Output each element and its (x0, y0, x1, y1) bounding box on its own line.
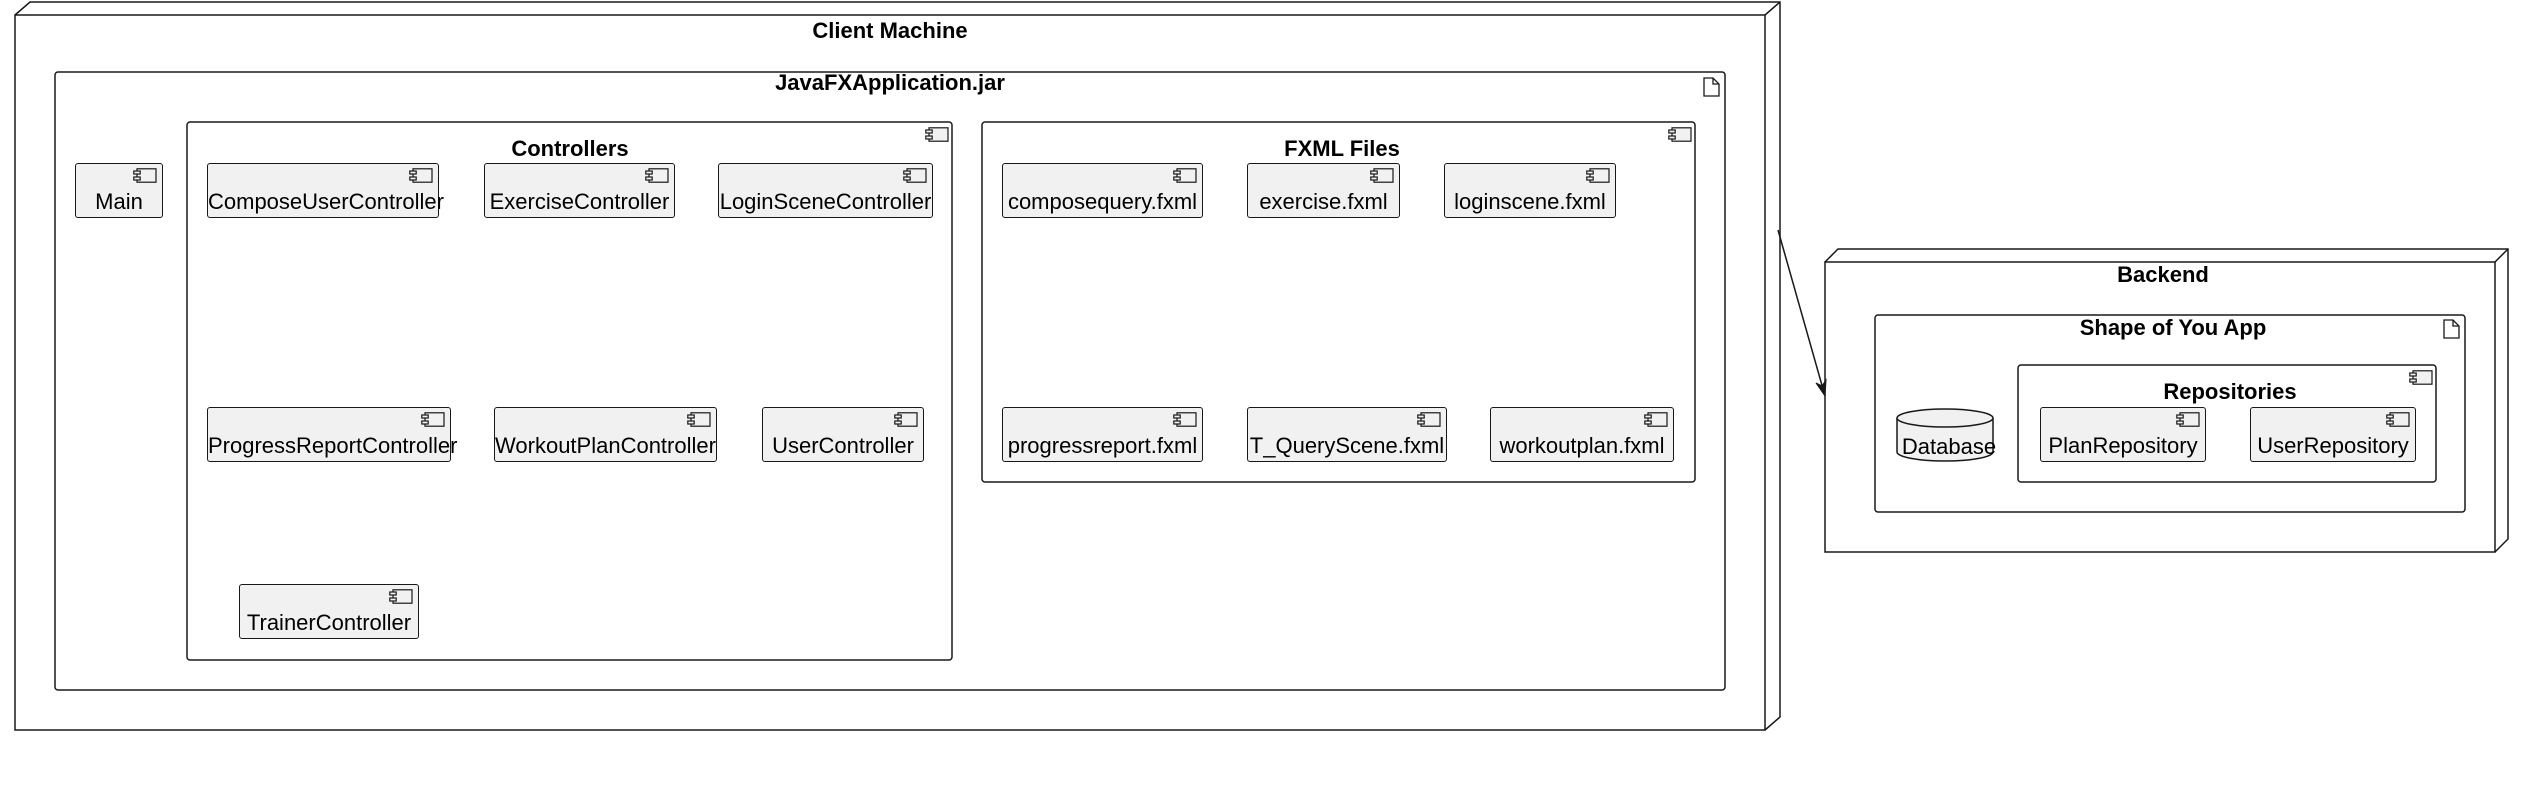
component-icon (1417, 412, 1441, 432)
controllers-title: Controllers (511, 136, 629, 161)
component-icon (1586, 168, 1610, 188)
repositories-package-icon (2409, 370, 2433, 390)
dependency-arrow (1777, 229, 1827, 398)
component-icon (1644, 412, 1668, 432)
component-label: PlanRepository (2048, 432, 2198, 458)
app-file-icon (2443, 319, 2460, 339)
component-icon (894, 412, 918, 432)
component-t-queryscene-fxml: T_QueryScene.fxml (1247, 407, 1447, 462)
component-label: LoginSceneController (719, 188, 932, 214)
backend-title: Backend (2117, 262, 2209, 287)
component-icon (421, 412, 445, 432)
component-compose-user-controller: ComposeUserController (207, 163, 444, 218)
component-user-repository: UserRepository (2250, 407, 2416, 462)
component-icon (2386, 412, 2410, 432)
component-workoutplan-fxml: workoutplan.fxml (1490, 407, 1674, 462)
component-icon (2176, 412, 2200, 432)
component-label: loginscene.fxml (1454, 188, 1606, 214)
repositories-title: Repositories (2163, 379, 2297, 404)
component-icon (687, 412, 711, 432)
component-workout-plan-controller: WorkoutPlanController (494, 407, 717, 462)
component-icon (903, 168, 927, 188)
component-label: UserController (772, 432, 914, 458)
component-icon (1173, 168, 1197, 188)
component-icon (409, 168, 433, 188)
component-icon (1370, 168, 1394, 188)
fxml-files-package-icon (1668, 127, 1692, 147)
fxml-files-title: FXML Files (1284, 136, 1400, 161)
component-label: workoutplan.fxml (1499, 432, 1665, 458)
component-label: ComposeUserController (208, 188, 444, 214)
controllers-package (186, 121, 953, 661)
jar-title: JavaFXApplication.jar (775, 70, 1005, 95)
component-label: TrainerController (246, 609, 412, 635)
component-progressreport-fxml: progressreport.fxml (1002, 407, 1203, 462)
component-loginscene-fxml: loginscene.fxml (1444, 163, 1616, 218)
component-label: ProgressReportController (208, 432, 458, 458)
database-cylinder (1896, 408, 1994, 462)
component-composequery-fxml: composequery.fxml (1002, 163, 1203, 218)
component-icon (133, 168, 157, 188)
component-label: ExerciseController (489, 188, 670, 214)
component-main: Main (75, 163, 163, 218)
controllers-package-icon (925, 127, 949, 147)
component-exercise-fxml: exercise.fxml (1247, 163, 1400, 218)
component-icon (389, 589, 413, 609)
component-user-controller: UserController (762, 407, 924, 462)
component-trainer-controller: TrainerController (239, 584, 419, 639)
component-progress-report-controller: ProgressReportController (207, 407, 458, 462)
component-label: UserRepository (2257, 432, 2409, 458)
database-label: Database (1901, 434, 1997, 459)
component-login-scene-controller: LoginSceneController (718, 163, 933, 218)
component-icon (645, 168, 669, 188)
component-label: WorkoutPlanController (495, 432, 716, 458)
jar-file-icon (1703, 77, 1720, 97)
app-title: Shape of You App (2079, 315, 2267, 340)
component-label: exercise.fxml (1259, 188, 1388, 214)
component-icon (1173, 412, 1197, 432)
component-label: Main (95, 188, 143, 214)
component-label: T_QueryScene.fxml (1249, 432, 1445, 458)
component-exercise-controller: ExerciseController (484, 163, 675, 218)
component-plan-repository: PlanRepository (2040, 407, 2206, 462)
component-label: composequery.fxml (1007, 188, 1198, 214)
component-label: progressreport.fxml (1007, 432, 1198, 458)
client-machine-title: Client Machine (812, 18, 968, 43)
